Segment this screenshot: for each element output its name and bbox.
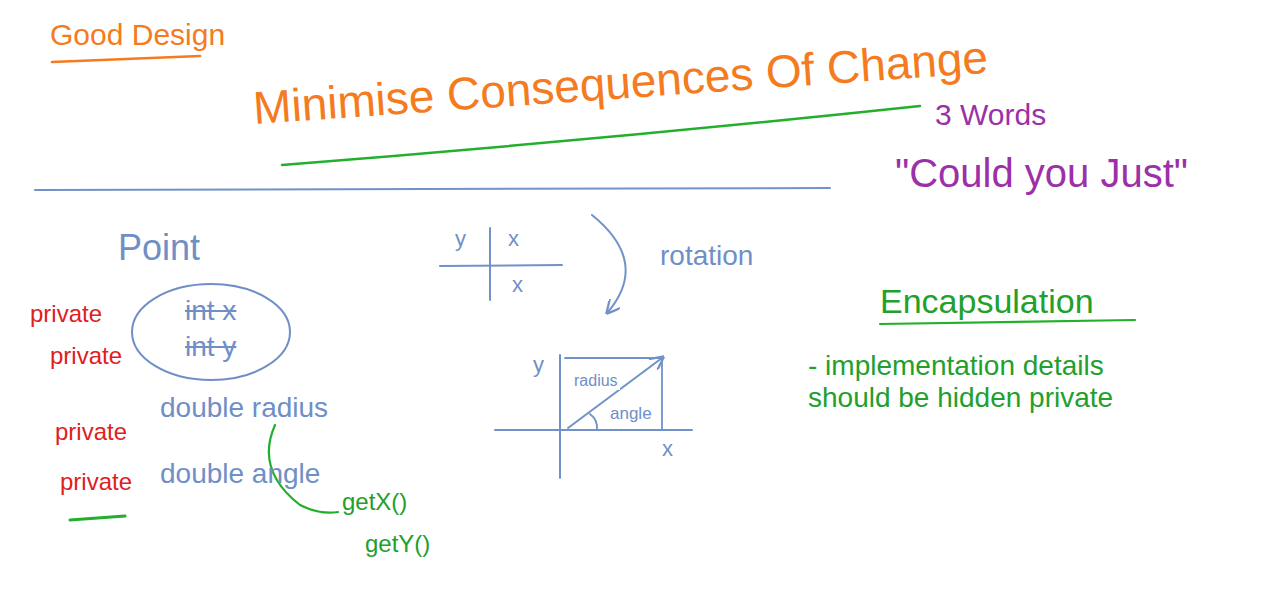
projection-lines	[565, 358, 662, 430]
note: - implementation details should be hidde…	[808, 350, 1168, 414]
modifier: private	[60, 468, 132, 496]
modifier: private	[55, 418, 127, 446]
class-name: Point	[118, 226, 200, 269]
angle-label: angle	[610, 404, 652, 424]
axis-label: x	[662, 436, 673, 461]
heading: Encapsulation	[880, 282, 1094, 321]
class-ellipse: Pointint xint y	[130, 282, 292, 382]
modifier: private	[50, 342, 122, 370]
field: double angle	[160, 458, 320, 490]
vector-label: radius	[572, 372, 620, 390]
heading-underline	[880, 320, 1135, 324]
field: double radius	[160, 392, 328, 424]
axis-label: y	[533, 352, 544, 377]
heading: Minimise Consequences Of Change	[251, 31, 989, 135]
field: int x	[185, 294, 237, 328]
underline-mark	[70, 516, 125, 520]
axis-line	[440, 265, 562, 266]
title-underline	[52, 56, 200, 62]
title: Good Design	[50, 18, 225, 53]
axis-line	[489, 228, 491, 300]
rotation-arrow	[592, 215, 626, 312]
method: getY()	[365, 530, 430, 558]
divider-line	[35, 188, 830, 190]
angle-arc	[590, 414, 597, 430]
modifier: private	[30, 300, 102, 328]
radius-vector	[568, 358, 662, 428]
axis-label: x	[508, 226, 519, 251]
quote: "Could you Just"	[895, 150, 1188, 196]
ellipse	[132, 284, 290, 380]
annotation: rotation	[660, 240, 753, 272]
axis-line	[559, 355, 561, 478]
method: getX()	[342, 488, 407, 516]
axis-label: x	[512, 272, 523, 297]
field: int y	[185, 330, 237, 364]
note: 3 Words	[935, 98, 1046, 133]
axis-label: y	[455, 226, 466, 251]
